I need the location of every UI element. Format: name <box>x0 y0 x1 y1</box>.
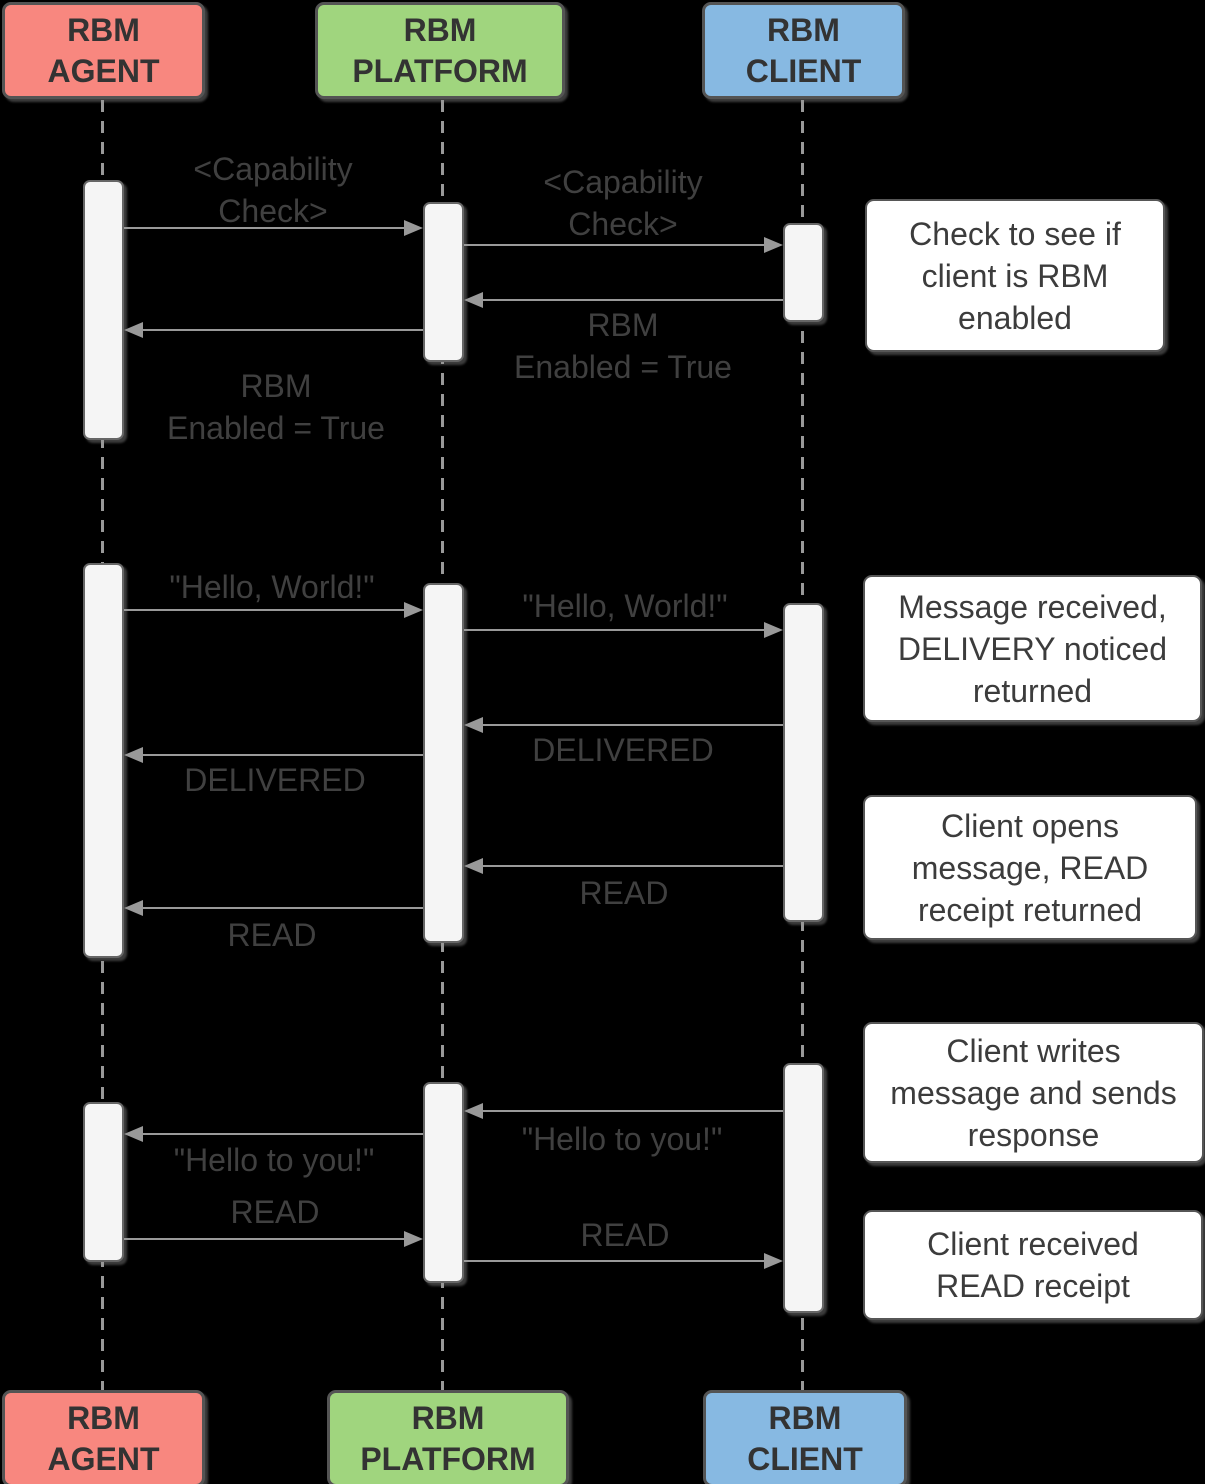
actor-rbm-agent-bottom: RBM AGENT <box>2 1390 205 1484</box>
arrow-hello-world-agent-to-platform <box>124 602 423 618</box>
arrow-rbm-enabled-client-to-platform <box>464 292 783 308</box>
message-label: "Hello, World!" <box>522 588 728 624</box>
arrow-capability-check-platform-to-client <box>464 237 783 253</box>
note-client-opens-message: Client opens message, READ receipt retur… <box>863 795 1197 940</box>
arrowhead-icon <box>464 1103 483 1119</box>
activation-client-3 <box>783 1063 824 1313</box>
activation-platform-2 <box>423 583 464 943</box>
arrow-hello-world-platform-to-client <box>464 622 783 638</box>
arrowhead-icon <box>764 1253 783 1269</box>
message-label: READ <box>230 1194 320 1230</box>
message-label: RBM Enabled = True <box>514 307 732 385</box>
arrowhead-icon <box>404 602 423 618</box>
actor-rbm-platform-bottom: RBM PLATFORM <box>327 1390 569 1484</box>
arrowhead-icon <box>404 1231 423 1247</box>
actor-rbm-platform-top: RBM PLATFORM <box>315 2 565 99</box>
message-label: "Hello to you!" <box>173 1142 375 1178</box>
arrow-rbm-enabled-platform-to-agent <box>124 322 423 338</box>
message-label: DELIVERED <box>532 732 714 768</box>
message-label: <Capability Check> <box>543 164 703 242</box>
actor-rbm-client-bottom: RBM CLIENT <box>703 1390 907 1484</box>
arrowhead-icon <box>464 858 483 874</box>
activation-client-1 <box>783 223 824 322</box>
activation-platform-1 <box>423 202 464 362</box>
arrowhead-icon <box>764 237 783 253</box>
arrowhead-icon <box>764 622 783 638</box>
message-label: <Capability Check> <box>193 151 353 229</box>
message-label: DELIVERED <box>184 762 366 798</box>
arrowhead-icon <box>124 900 143 916</box>
message-label: READ <box>580 1217 670 1253</box>
arrowhead-icon <box>124 322 143 338</box>
note-capability-check: Check to see if client is RBM enabled <box>865 199 1165 352</box>
arrowhead-icon <box>124 1126 143 1142</box>
message-label: "Hello to you!" <box>521 1121 723 1157</box>
arrowhead-icon <box>464 292 483 308</box>
arrowhead-icon <box>464 717 483 733</box>
message-label: READ <box>227 917 317 953</box>
arrow-capability-check-agent-to-platform <box>124 220 423 236</box>
message-label: READ <box>579 875 669 911</box>
activation-platform-3 <box>423 1082 464 1283</box>
activation-agent-1 <box>83 180 124 440</box>
note-client-writes-message: Client writes message and sends response <box>863 1022 1204 1163</box>
arrow-read-platform-to-agent <box>124 900 423 916</box>
arrow-delivered-platform-to-agent <box>124 747 423 763</box>
arrow-hello-to-you-platform-to-agent <box>124 1126 423 1142</box>
note-message-received: Message received, DELIVERY noticed retur… <box>863 575 1202 722</box>
actor-rbm-client-top: RBM CLIENT <box>702 2 905 99</box>
arrow-hello-to-you-client-to-platform <box>464 1103 783 1119</box>
arrow-delivered-client-to-platform <box>464 717 783 733</box>
arrowhead-icon <box>404 220 423 236</box>
arrowhead-icon <box>124 747 143 763</box>
note-client-received-read: Client received READ receipt <box>863 1210 1203 1320</box>
arrow-read-client-to-platform <box>464 858 783 874</box>
actor-rbm-agent-top: RBM AGENT <box>2 2 205 99</box>
arrow-read-agent-to-platform <box>124 1231 423 1247</box>
arrow-read-platform-to-client <box>464 1253 783 1269</box>
activation-agent-2 <box>83 563 124 958</box>
activation-agent-3 <box>83 1102 124 1262</box>
message-label: "Hello, World!" <box>169 569 375 605</box>
message-label: RBM Enabled = True <box>167 368 385 446</box>
activation-client-2 <box>783 603 824 922</box>
